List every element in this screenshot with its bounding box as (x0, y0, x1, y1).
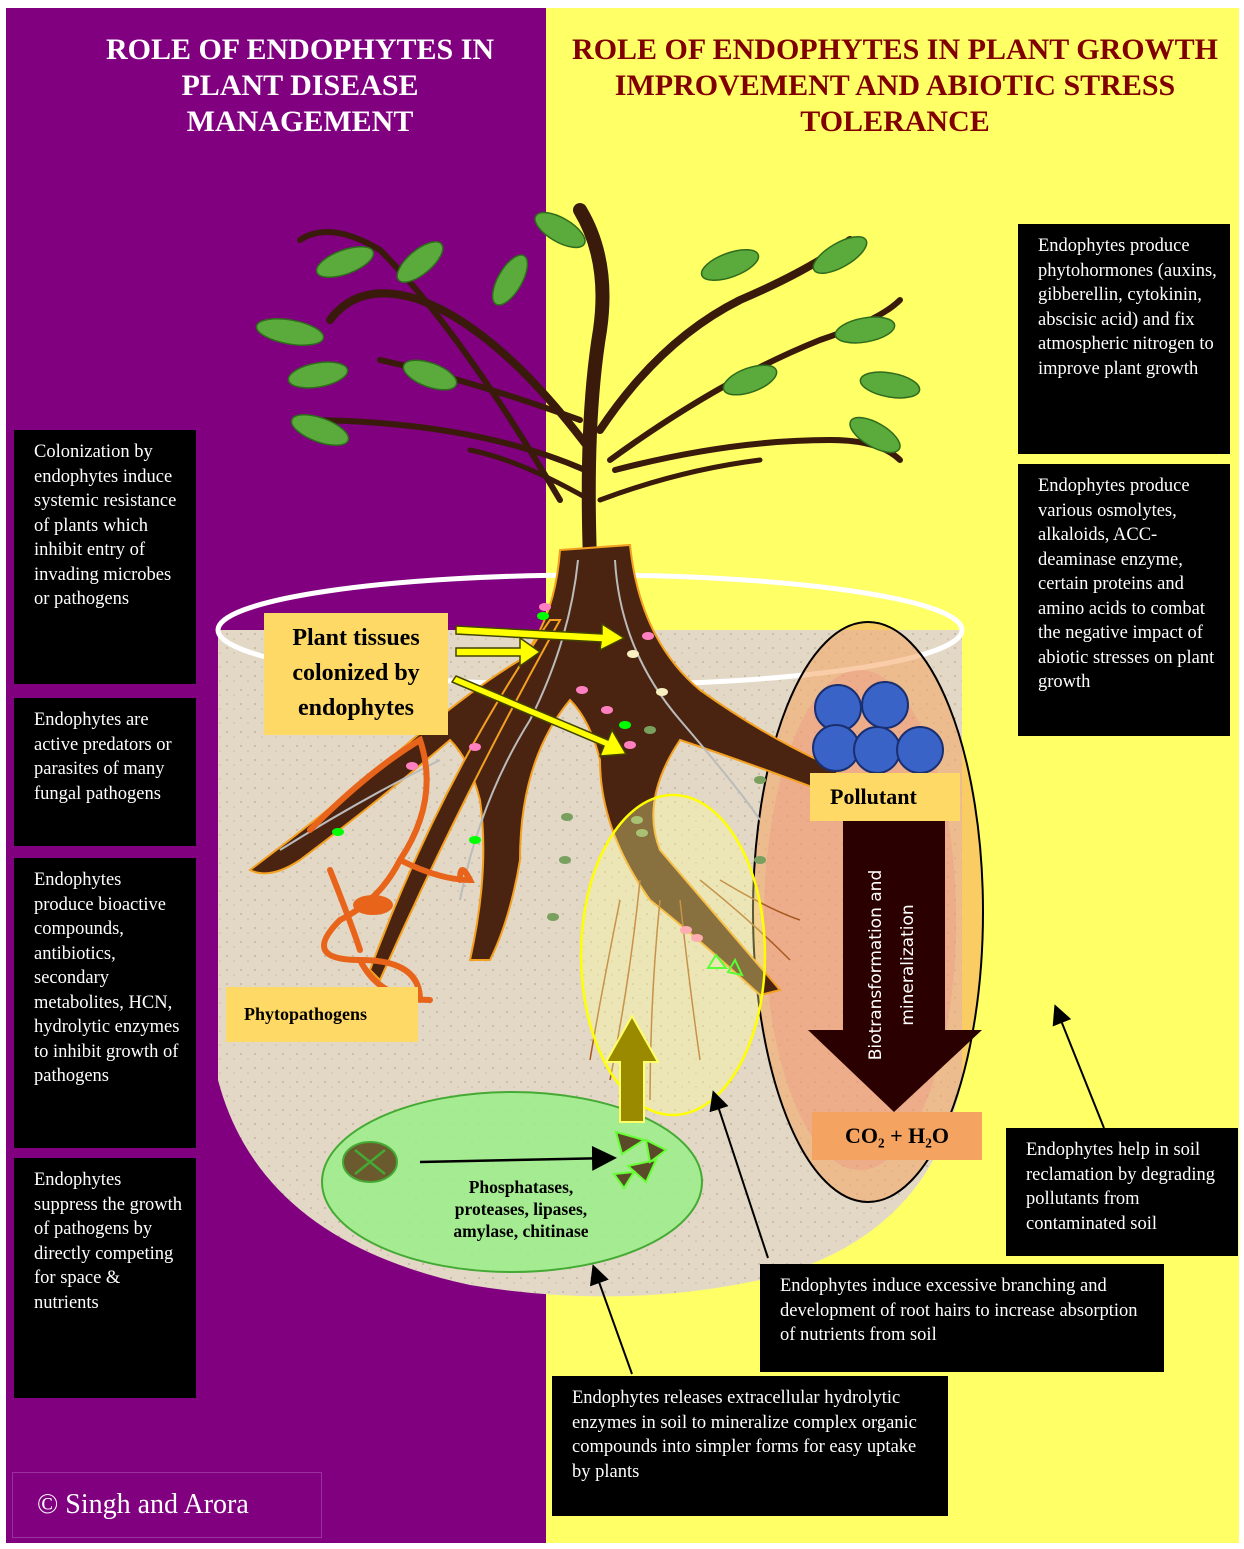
phytopathogens-label: Phytopathogens (226, 987, 418, 1042)
tree-canopy (300, 210, 900, 560)
phytohormones-box: Endophytes produce phytohormones (auxins… (1018, 224, 1230, 454)
biotransformation-label: Biotransformation and mineralization (860, 845, 924, 1085)
copyright-notice: © Singh and Arora (12, 1472, 322, 1538)
pollutant-label: Pollutant (810, 773, 960, 821)
soil-reclamation-box: Endophytes help in soil reclamation by d… (1006, 1128, 1238, 1256)
osmolytes-box: Endophytes produce various osmolytes, al… (1018, 464, 1230, 736)
predators-parasites-box: Endophytes are active predators or paras… (14, 698, 196, 846)
plant-tissues-label: Plant tissues colonized by endophytes (264, 613, 448, 735)
root-branching-box: Endophytes induce excessive branching an… (760, 1264, 1164, 1372)
bioactive-compounds-box: Endophytes produce bioactive compounds, … (14, 858, 196, 1148)
competition-box: Endophytes suppress the growth of pathog… (14, 1158, 196, 1398)
root-hair-zone (581, 795, 765, 1115)
enzymes-list-label: Phosphatases, proteases, lipases, amylas… (436, 1176, 606, 1242)
hydrolytic-enzymes-box: Endophytes releases extracellular hydrol… (552, 1376, 948, 1516)
induced-resistance-box: Colonization by endophytes induce system… (14, 430, 196, 684)
products-label: CO₂ + H₂O (812, 1112, 982, 1160)
microbe-cell-icon (343, 1142, 397, 1182)
pathogen-spore (353, 895, 393, 915)
